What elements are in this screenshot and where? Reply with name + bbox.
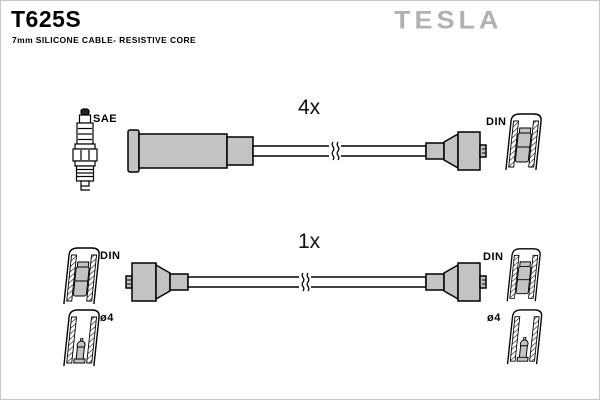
spark-plug-icon (63, 108, 107, 192)
din-terminal-label-row2-right: DIN (483, 251, 504, 263)
cable-assembly-1x (121, 254, 491, 310)
cable-break-symbol (299, 272, 311, 292)
sae-terminal-label: SAE (93, 113, 118, 125)
din-terminal-label-row1: DIN (486, 116, 507, 128)
part-number: T625S (11, 6, 82, 32)
o4-socket-icon (506, 307, 548, 367)
din-terminal-label-row2-left: DIN (100, 250, 121, 262)
quantity-label-row1: 4x (298, 96, 321, 119)
din-socket-icon (505, 111, 547, 173)
quantity-label-row2: 1x (298, 230, 321, 253)
cable-assembly-4x (121, 123, 491, 179)
o4-terminal-label-row2-right: ø4 (487, 312, 501, 324)
cable-break-symbol (329, 141, 341, 161)
o4-terminal-label-row2-left: ø4 (100, 312, 114, 324)
din-socket-icon (63, 245, 105, 307)
din-socket-icon (505, 246, 547, 304)
o4-socket-icon (63, 307, 105, 369)
product-description: 7mm SILICONE CABLE- RESISTIVE CORE (12, 35, 197, 45)
tesla-logo: TESLA (394, 6, 503, 34)
